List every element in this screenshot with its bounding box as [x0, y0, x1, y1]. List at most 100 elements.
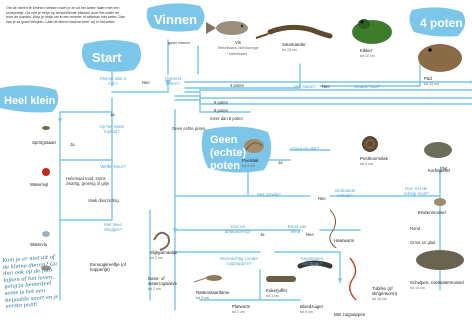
question-color: Welke kleur?: [100, 164, 126, 169]
help-note: Kom je er niet uit of de kleine dieren? …: [2, 254, 62, 311]
label-bivalve-size: tot 15 cm: [410, 286, 425, 290]
question-smooth-skin: Gladde huid?: [352, 84, 382, 89]
label-frog-size: tot 10 cm: [360, 54, 375, 58]
caddis-illustration: [266, 276, 296, 282]
question-segments: Segmenten zichtbaar?: [292, 256, 332, 266]
toad-illustration: [418, 44, 462, 72]
label-caddis: Kokerjuffer tot 3 cm: [266, 288, 287, 299]
label-slijkgarnaal-size: tot 2 cm: [150, 256, 163, 260]
answer-meer-dan-8: meer dan 8 poten: [210, 116, 243, 121]
answer-geen-echte: Geen echte poten: [172, 126, 205, 131]
label-dans-name: Dans- of waterrogalarve: [148, 276, 177, 286]
question-small: Kleiner dan 3 mm?: [98, 76, 128, 86]
label-ramshorn: Posthoornslak tot 4 cm: [360, 156, 388, 167]
answer-geen-vinnen: geen vinnen: [168, 40, 190, 45]
label-platworm-name: Platworm: [232, 304, 250, 309]
answer-8-poten: 8 poten: [214, 108, 228, 113]
title-4-legs: 4 poten: [420, 16, 463, 30]
label-tubifex-name: Tubifex (of slingerworm): [372, 286, 397, 296]
label-toad: Pad tot 15 cm: [424, 76, 439, 87]
label-slijkgarnaal: Slijkgarnaaltje tot 2 cm: [150, 250, 177, 261]
label-copepod: Eenoogkreeftje (of hoppertje): [90, 262, 136, 272]
label-slijkgarnaal-name: Slijkgarnaaltje: [150, 250, 177, 255]
answer-ja-3: Ja: [278, 160, 282, 165]
label-toad-name: Pad: [424, 76, 432, 81]
springtail-illustration: [42, 126, 50, 130]
label-tubifex-size: tot 10 cm: [372, 297, 387, 301]
label-fish-name: Vis: [235, 40, 241, 45]
label-salamander-size: tot 15 cm: [282, 48, 297, 52]
question-twisted-shell: Gedraaide schelp?: [330, 188, 360, 198]
fish-illustration: [206, 21, 248, 35]
label-springtail: Springstaart: [32, 140, 56, 145]
label-leech: Bloedzuiger tot 5 cm: [300, 304, 323, 315]
question-shell: Met schelp?: [254, 192, 284, 197]
question-shell-look: Hoe ziet de schelp eruit?: [398, 186, 434, 196]
larva-illustration: [154, 233, 169, 250]
question-tail: Met staart?: [292, 84, 318, 89]
bivalve-illustration: [416, 250, 464, 270]
rattail-illustration: [194, 275, 222, 282]
title-vinnen: Vinnen: [154, 12, 197, 27]
tubifex-illustration: [350, 258, 356, 300]
mussel-illustration: [424, 142, 452, 158]
label-pond-snail: Poelslak tot 4 cm: [242, 158, 259, 169]
question-legs: Hoeveel poten?: [160, 76, 186, 86]
answer-ja-2: Ja: [70, 142, 74, 147]
label-caddis-name: Kokerjuffer: [266, 288, 287, 293]
label-pea-mussel: Erwtenmossel: [418, 210, 446, 215]
label-bivalve-name: Schelpen, zoetwatermossel: [410, 280, 464, 285]
label-water-mite: Watermijt: [30, 182, 48, 187]
title-geen-poten: Geen (echte) poten: [210, 134, 270, 173]
question-thin-thread: Dun en draadvormig?: [220, 224, 256, 234]
answer-nee-2: Nee: [318, 196, 326, 201]
title-start: Start: [92, 50, 122, 65]
label-leech-name: Bloedzuiger: [300, 304, 323, 309]
label-fish: Vis Stekelbaars, driedoornige stekelbaar…: [214, 40, 262, 57]
label-korf: Korfmossel: [428, 168, 450, 173]
frog-illustration: [352, 19, 392, 44]
label-tubifex: Tubifex (of slingerworm) tot 10 cm: [372, 286, 412, 302]
answer-nee-4: Nee: [322, 84, 330, 89]
salamander-illustration: [256, 27, 330, 38]
pea-mussel-illustration: [434, 198, 446, 206]
label-rattail-name: Rattenstaartlarve: [196, 290, 229, 295]
label-rattail: Rattenstaartlarve tot 2 cm: [196, 290, 244, 301]
question-two-flies: Met twee vliegtjes?: [96, 222, 130, 232]
label-hairworm: Haarwurm: [334, 238, 354, 243]
label-platworm-size: tot 2 cm: [232, 310, 245, 314]
label-salamander-name: Salamander: [282, 42, 306, 47]
question-walking: Op het water lopend?: [96, 124, 128, 134]
answer-groot: Groot en glad: [410, 240, 435, 245]
label-dans-size: tot 2 cm: [148, 287, 161, 291]
label-ramshorn-size: tot 4 cm: [360, 162, 373, 166]
intro-text: Om de dieren te kennen hebben moet je ze…: [6, 6, 126, 24]
answer-nee: Nee: [142, 80, 150, 85]
label-toad-size: tot 15 cm: [424, 82, 439, 86]
label-leech-size: tot 5 cm: [300, 310, 313, 314]
label-platworm: Platworm tot 2 cm: [232, 304, 250, 315]
label-bivalve: Schelpen, zoetwatermossel tot 15 cm: [410, 280, 466, 291]
label-suckers: Met zuignappen: [334, 312, 365, 317]
label-salamander: Salamander tot 15 cm: [282, 42, 306, 53]
answer-6-poten: 6 poten: [214, 100, 228, 105]
label-ramshorn-name: Posthoornslak: [360, 156, 388, 161]
label-dans: Dans- of waterrogalarve tot 2 cm: [148, 276, 190, 292]
question-worm: Wormachtig zonder zuignappen?: [218, 256, 260, 266]
answer-nee-3: Nee: [306, 232, 314, 237]
label-rattail-size: tot 2 cm: [196, 296, 209, 300]
label-fish-size: Stekelbaars, driedoornige stekelbaars: [218, 46, 259, 56]
label-frog-name: Kikker: [360, 48, 372, 53]
label-frog: Kikker tot 10 cm: [360, 48, 375, 59]
answer-vaak: Vaak doorzichtig: [88, 198, 119, 203]
title-heel-klein: Heel klein: [4, 95, 55, 107]
ramshorn-snail-illustration: [362, 136, 378, 152]
answer-4-poten: 4 poten: [230, 83, 244, 88]
answer-red: Helemaal rood, soms zwartig, groenig of …: [66, 176, 112, 186]
answer-ja-1: Ja: [110, 112, 114, 117]
water-flea-illustration: [42, 231, 50, 237]
label-pond-snail-name: Poelslak: [242, 158, 259, 163]
answer-ja-4: Ja: [260, 232, 264, 237]
question-big-flat: Groot en plat?: [290, 146, 320, 151]
